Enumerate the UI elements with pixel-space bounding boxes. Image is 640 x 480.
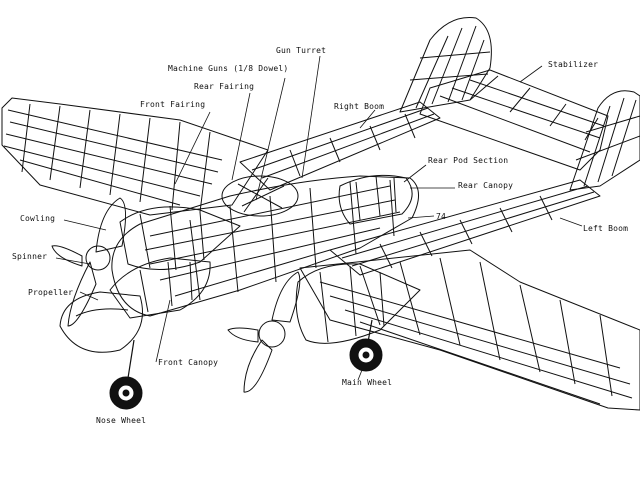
label-spinner: Spinner xyxy=(12,252,48,261)
right-fin xyxy=(399,16,492,113)
label-machine-guns: Machine Guns (1/8 Dowel) xyxy=(168,64,289,73)
leader-lines xyxy=(55,55,583,409)
right-wing xyxy=(1,97,269,216)
left-engine-nacelle xyxy=(295,263,421,344)
label-rear-fairing: Rear Fairing xyxy=(194,82,255,91)
gun-turret xyxy=(221,175,299,217)
label-part-74: 74 xyxy=(436,212,447,221)
front-canopy xyxy=(109,257,211,319)
right-propeller xyxy=(51,197,126,327)
left-fin xyxy=(569,90,640,191)
label-left-boom: Left Boom xyxy=(583,224,629,233)
fuselage-pod xyxy=(111,175,419,317)
nose-cone xyxy=(59,291,143,353)
left-wing xyxy=(299,249,640,411)
right-boom xyxy=(239,101,441,191)
label-front-fairing: Front Fairing xyxy=(140,100,206,109)
label-rear-canopy: Rear Canopy xyxy=(458,181,514,190)
label-front-canopy: Front Canopy xyxy=(158,358,219,367)
label-stabilizer: Stabilizer xyxy=(548,60,599,69)
label-rear-pod-section: Rear Pod Section xyxy=(428,156,509,165)
main-wheel xyxy=(349,319,383,372)
stabilizer xyxy=(419,69,609,171)
nose-wheel xyxy=(109,339,143,410)
rear-canopy xyxy=(338,174,413,225)
label-cowling: Cowling xyxy=(20,214,56,223)
label-gun-turret: Gun Turret xyxy=(276,46,327,55)
left-propeller xyxy=(227,271,301,393)
label-propeller: Propeller xyxy=(28,288,74,297)
label-main-wheel: Main Wheel xyxy=(342,378,393,387)
label-nose-wheel: Nose Wheel xyxy=(96,416,147,425)
right-engine-nacelle xyxy=(119,205,241,271)
label-right-boom: Right Boom xyxy=(334,102,385,111)
